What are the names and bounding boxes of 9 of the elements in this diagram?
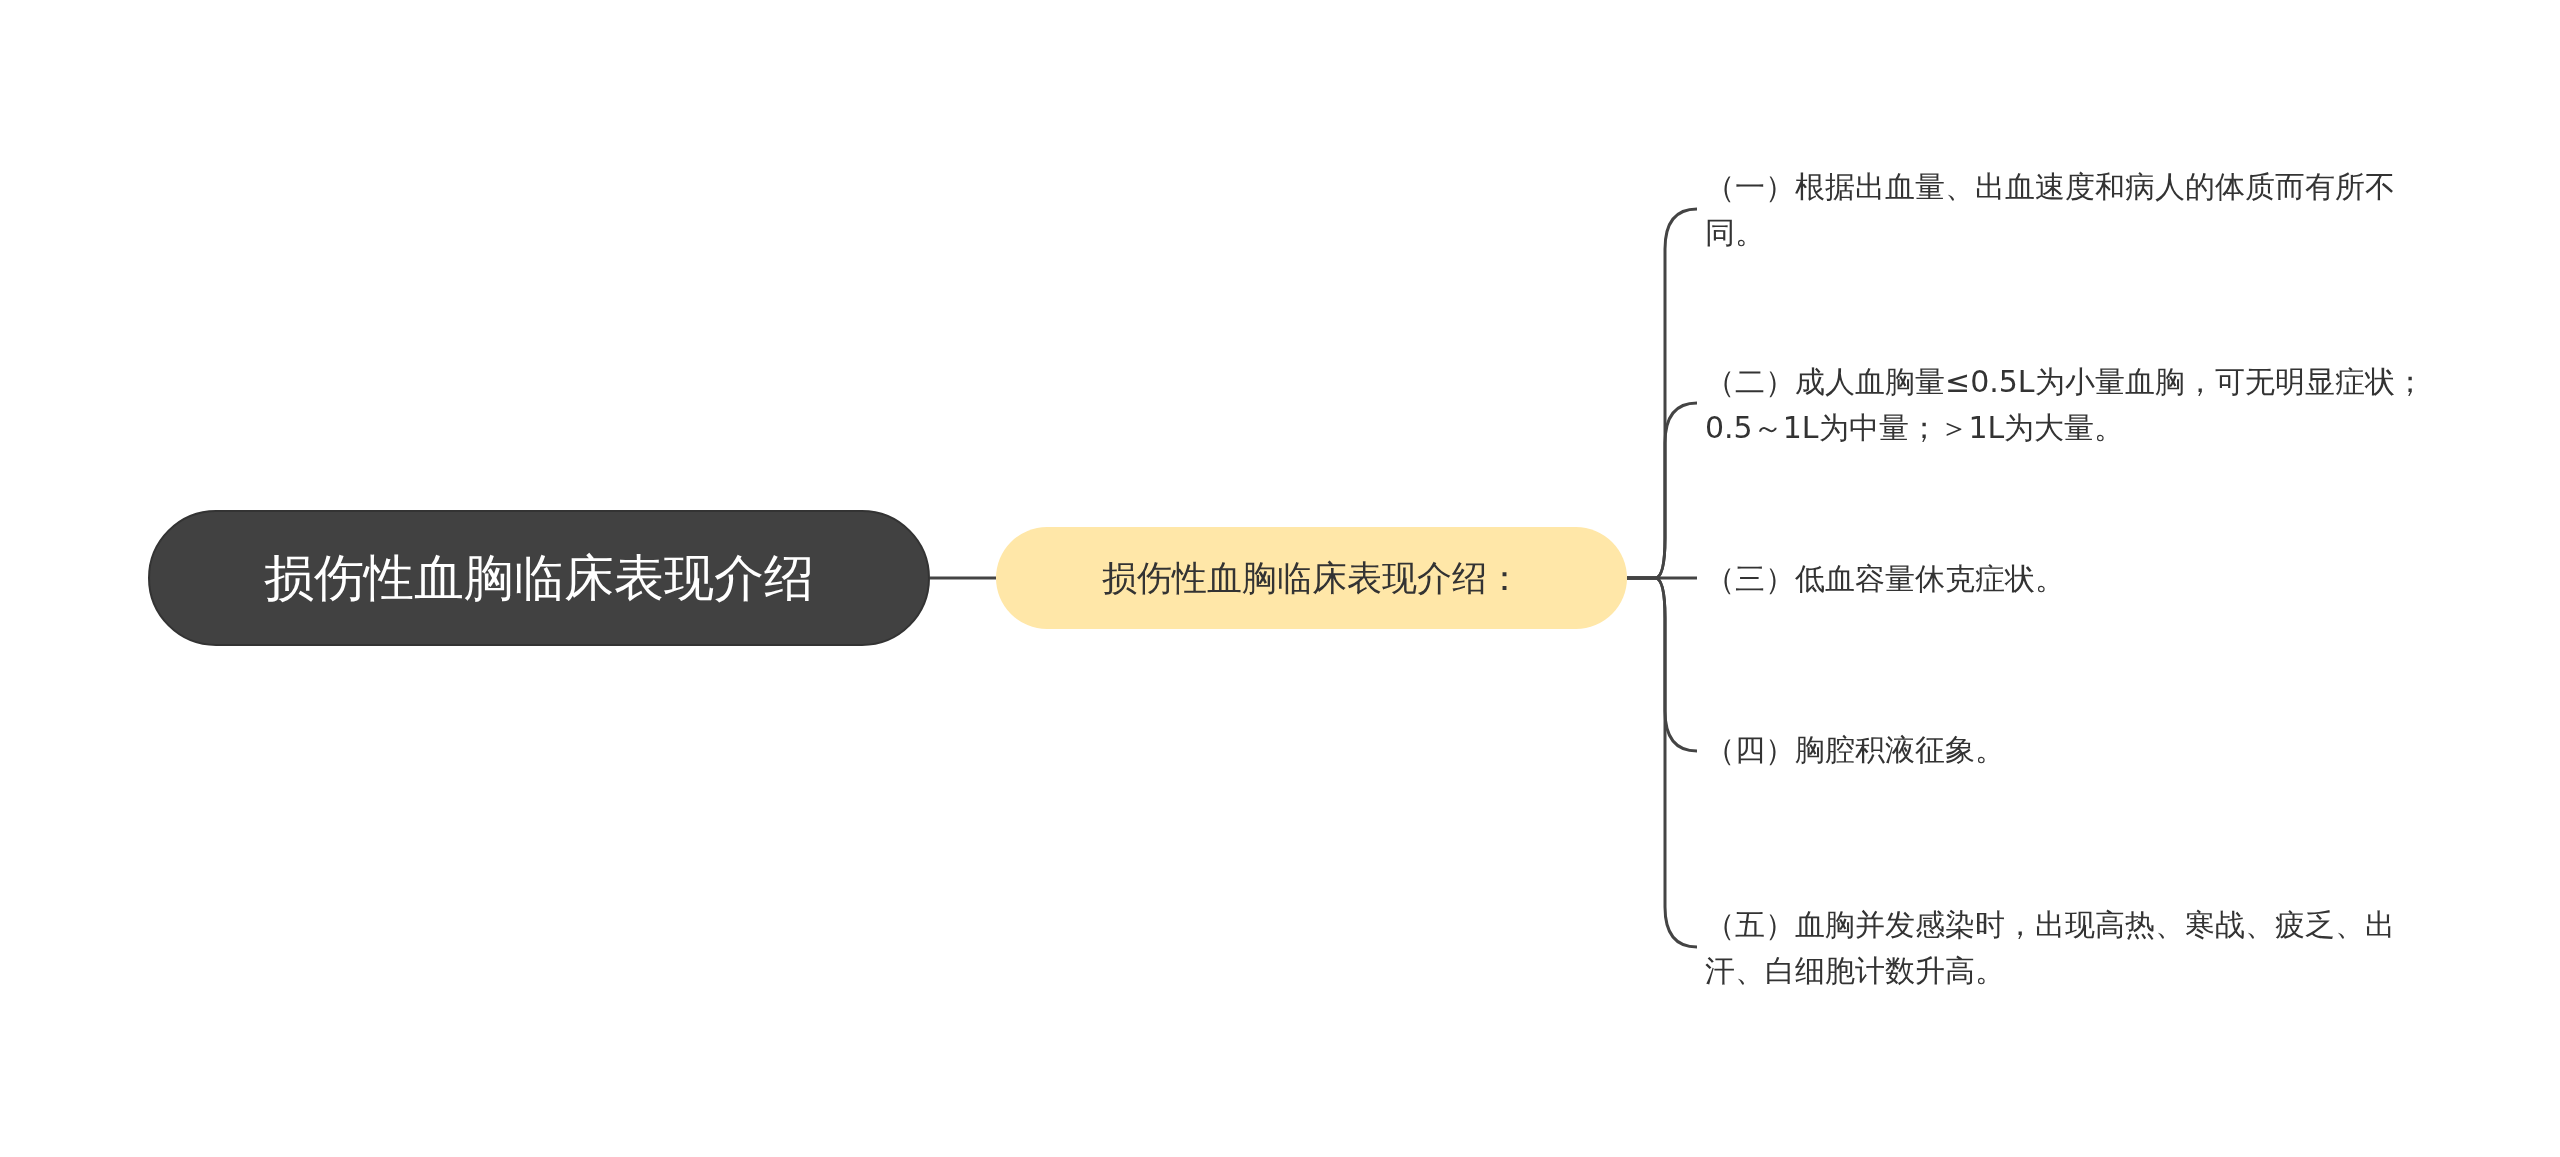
item-text: （五）血胸并发感染时，出现高热、寒战、疲乏、出汗、白细胞计数升高。 — [1705, 906, 2396, 990]
item-text: （四）胸腔积液征象。 — [1705, 731, 2005, 769]
connector-line — [1627, 576, 1698, 949]
item-text: （一）根据出血量、出血速度和病人的体质而有所不同。 — [1705, 168, 2396, 252]
connector-line — [930, 576, 996, 580]
topic-label: 损伤性血胸临床表现介绍： — [1101, 556, 1522, 600]
topic-label: 损伤性血胸临床表现介绍 — [264, 547, 814, 609]
item-text: （三）低血容量休克症状。 — [1705, 560, 2065, 598]
item-text: （二）成人血胸量≤0.5L为小量血胸，可无明显症状；0.5～1L为中量；＞1L为大量。 — [1705, 363, 2425, 447]
